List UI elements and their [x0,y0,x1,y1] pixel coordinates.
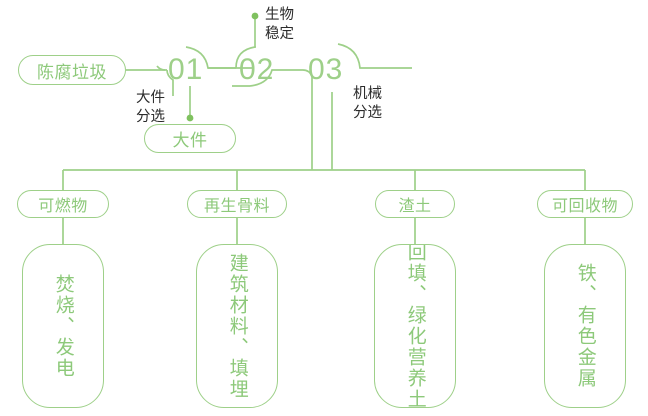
box-destination-slag-soil[interactable]: 回填、绿化营养土 [374,244,456,408]
caption-bulky-sorting-line2: 分选 [136,108,165,125]
caption-mechanical-sorting-line2: 分选 [353,104,382,121]
box-destination-recyclables[interactable]: 铁、有色金属 [544,244,626,408]
caption-bulky-sorting: 大件 分选 [136,89,165,126]
stage-number-02: 02 [239,53,275,86]
caption-biological-stabilization: 生物 稳定 [265,6,294,43]
box-destination-recyclables-text: 铁、有色金属 [574,263,596,389]
stage-number-03: 03 [308,53,344,86]
pill-source[interactable]: 陈腐垃圾 [18,55,126,85]
stem-dot-bulky [186,114,194,122]
pill-output-combustibles[interactable]: 可燃物 [17,190,109,218]
caption-bulky-sorting-line1: 大件 [136,90,165,106]
pill-output-recycled-aggregate[interactable]: 再生骨料 [187,190,287,218]
stem-dot-biostable [251,12,259,20]
box-destination-slag-soil-text: 回填、绿化营养土 [404,244,426,408]
caption-biological-stabilization-line1: 生物 [265,7,294,23]
caption-mechanical-sorting-line1: 机械 [353,86,382,102]
pill-output-slag-soil[interactable]: 渣土 [375,190,455,218]
stage-number-01: 01 [168,53,204,86]
box-destination-combustibles[interactable]: 焚烧、发电 [22,244,104,408]
box-destination-combustibles-text: 焚烧、发电 [52,273,74,379]
box-destination-recycled-aggregate-text: 建筑材料、填埋 [226,252,248,400]
pill-byproduct-bulky[interactable]: 大件 [144,124,236,153]
caption-biological-stabilization-line2: 稳定 [265,25,294,42]
box-destination-recycled-aggregate[interactable]: 建筑材料、填埋 [196,244,278,408]
pill-output-recyclables[interactable]: 可回收物 [537,190,633,218]
caption-mechanical-sorting: 机械 分选 [353,85,382,122]
